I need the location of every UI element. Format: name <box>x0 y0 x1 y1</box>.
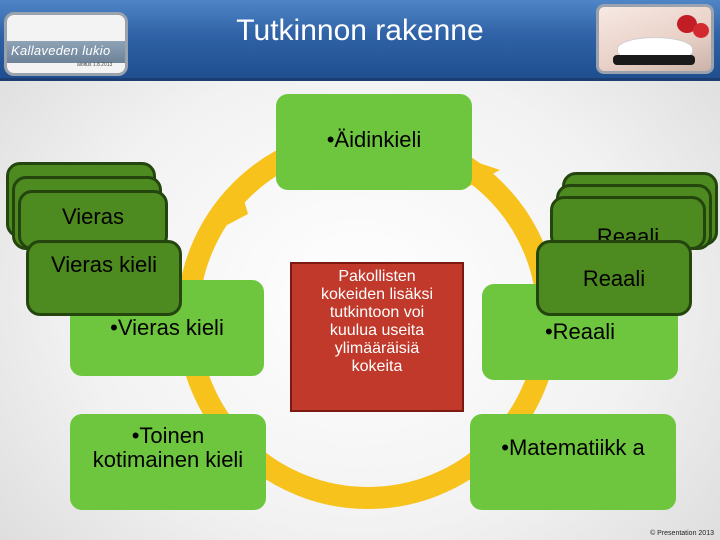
center-note-line: ylimääräisiä <box>292 340 462 358</box>
reaali-front-box: Reaali <box>536 240 692 316</box>
vieras-main-label: •Vieras kieli <box>70 316 264 340</box>
center-note-line: tutkintoon voi <box>292 304 462 322</box>
center-note-box: Pakollisten kokeiden lisäksi tutkintoon … <box>290 262 464 412</box>
aidinkieli-label: •Äidinkieli <box>276 128 472 152</box>
toinen-kotimainen-box: •Toinen kotimainen kieli <box>70 414 266 510</box>
matematiikka-label: •Matematiikk a <box>496 436 650 460</box>
vieras-front-box: Vieras kieli <box>26 240 182 316</box>
aidinkieli-box: •Äidinkieli <box>276 94 472 190</box>
center-note-line: kokeita <box>292 358 462 376</box>
center-note-line: kuulua useita <box>292 322 462 340</box>
center-note-line: Pakollisten <box>292 268 462 286</box>
vieras-back-label: Vieras <box>21 205 165 229</box>
copyright-text: © Presentation 2013 <box>650 530 714 537</box>
matematiikka-box: •Matematiikk a <box>470 414 676 510</box>
reaali-main-label: •Reaali <box>482 320 678 344</box>
reaali-front-label: Reaali <box>539 267 689 291</box>
center-note-line: kokeiden lisäksi <box>292 286 462 304</box>
vieras-front-label: Vieras kieli <box>49 253 159 277</box>
toinen-kotimainen-label: •Toinen kotimainen kieli <box>90 424 246 472</box>
